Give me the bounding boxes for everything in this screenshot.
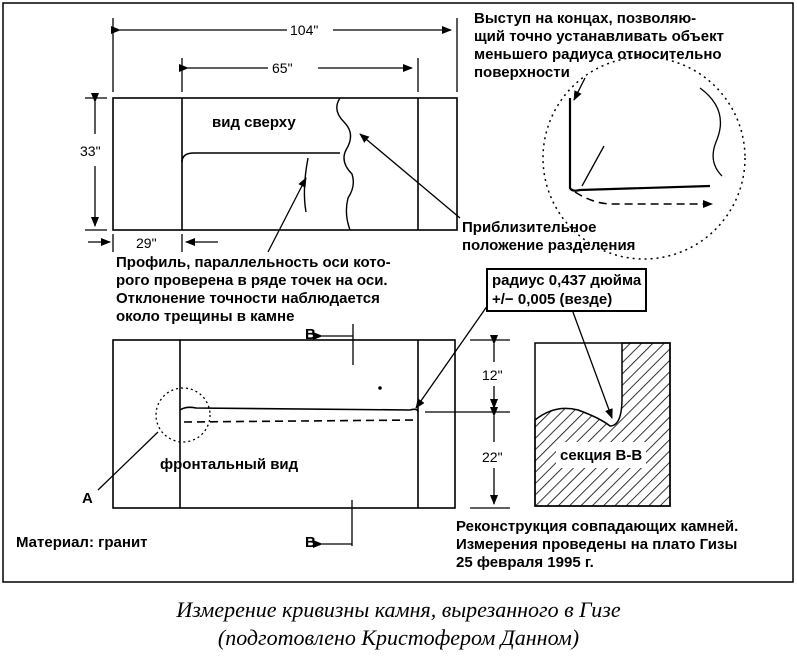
profile-note-4: около трещины в камне — [116, 308, 295, 325]
dim-left-offset: 29" — [136, 235, 157, 251]
dim-front-upper: 12" — [482, 367, 503, 383]
radius-note: радиус 0,437 дюйма +/− 0,005 (везде) — [486, 268, 648, 312]
profile-note-3: Отклонение точности наблюдается — [116, 290, 380, 307]
front-view — [112, 339, 456, 509]
section-markers — [97, 324, 354, 548]
separation-note-1: Приблизительное — [462, 219, 597, 236]
radius-pointer-section — [569, 303, 613, 419]
top-dimensions — [85, 18, 458, 252]
section-marker-b-bottom: B — [305, 534, 316, 551]
profile-note-1: Профиль, параллельность оси кото- — [116, 254, 391, 271]
section-marker-b-top: B — [305, 326, 316, 343]
separation-note-2: положение разделения — [462, 237, 636, 254]
protrusion-note-4: поверхности — [474, 64, 570, 81]
profile-arrow — [267, 177, 307, 253]
front-view-label: фронтальный вид — [160, 456, 299, 473]
figure-frame — [2, 2, 794, 583]
radius-note-line-1: радиус 0,437 дюйма — [492, 272, 642, 289]
top-view-label: вид сверху — [212, 114, 296, 131]
section-label: секция В-В — [560, 447, 643, 464]
dim-width-total: 104" — [290, 22, 319, 38]
reconstruction-note-2: Измерения проведены на плато Гизы — [456, 536, 738, 553]
protrusion-note-3: меньшего радиуса относительно — [474, 46, 722, 63]
radius-note-line-2: +/− 0,005 (везде) — [492, 291, 613, 308]
protrusion-note-1: Выступ на концах, позволяю- — [474, 10, 697, 27]
reconstruction-note-3: 25 февраля 1995 г. — [456, 554, 594, 571]
caption-line-2: (подготовлено Кристофером Данном) — [217, 625, 580, 650]
material-note: Материал: гранит — [16, 534, 148, 551]
dim-width-inner: 65" — [272, 60, 293, 76]
reconstruction-note-1: Реконструкция совпадающих камней. — [456, 518, 739, 535]
profile-note-2: рого проверена в ряде точек на оси. — [116, 272, 388, 289]
section-bb — [534, 342, 671, 507]
dim-height-top: 33" — [80, 143, 101, 159]
dim-front-lower: 22" — [482, 449, 503, 465]
protrusion-note-2: щий точно устанавливать объект — [474, 28, 724, 45]
front-dimensions — [425, 335, 510, 509]
radius-pointer-front — [415, 301, 491, 409]
detail-circle — [542, 56, 746, 260]
separation-arrow — [359, 133, 461, 219]
caption-line-1: Измерение кривизны камня, вырезанного в … — [176, 597, 621, 622]
detail-marker-a: A — [82, 490, 93, 507]
top-view — [112, 97, 458, 231]
